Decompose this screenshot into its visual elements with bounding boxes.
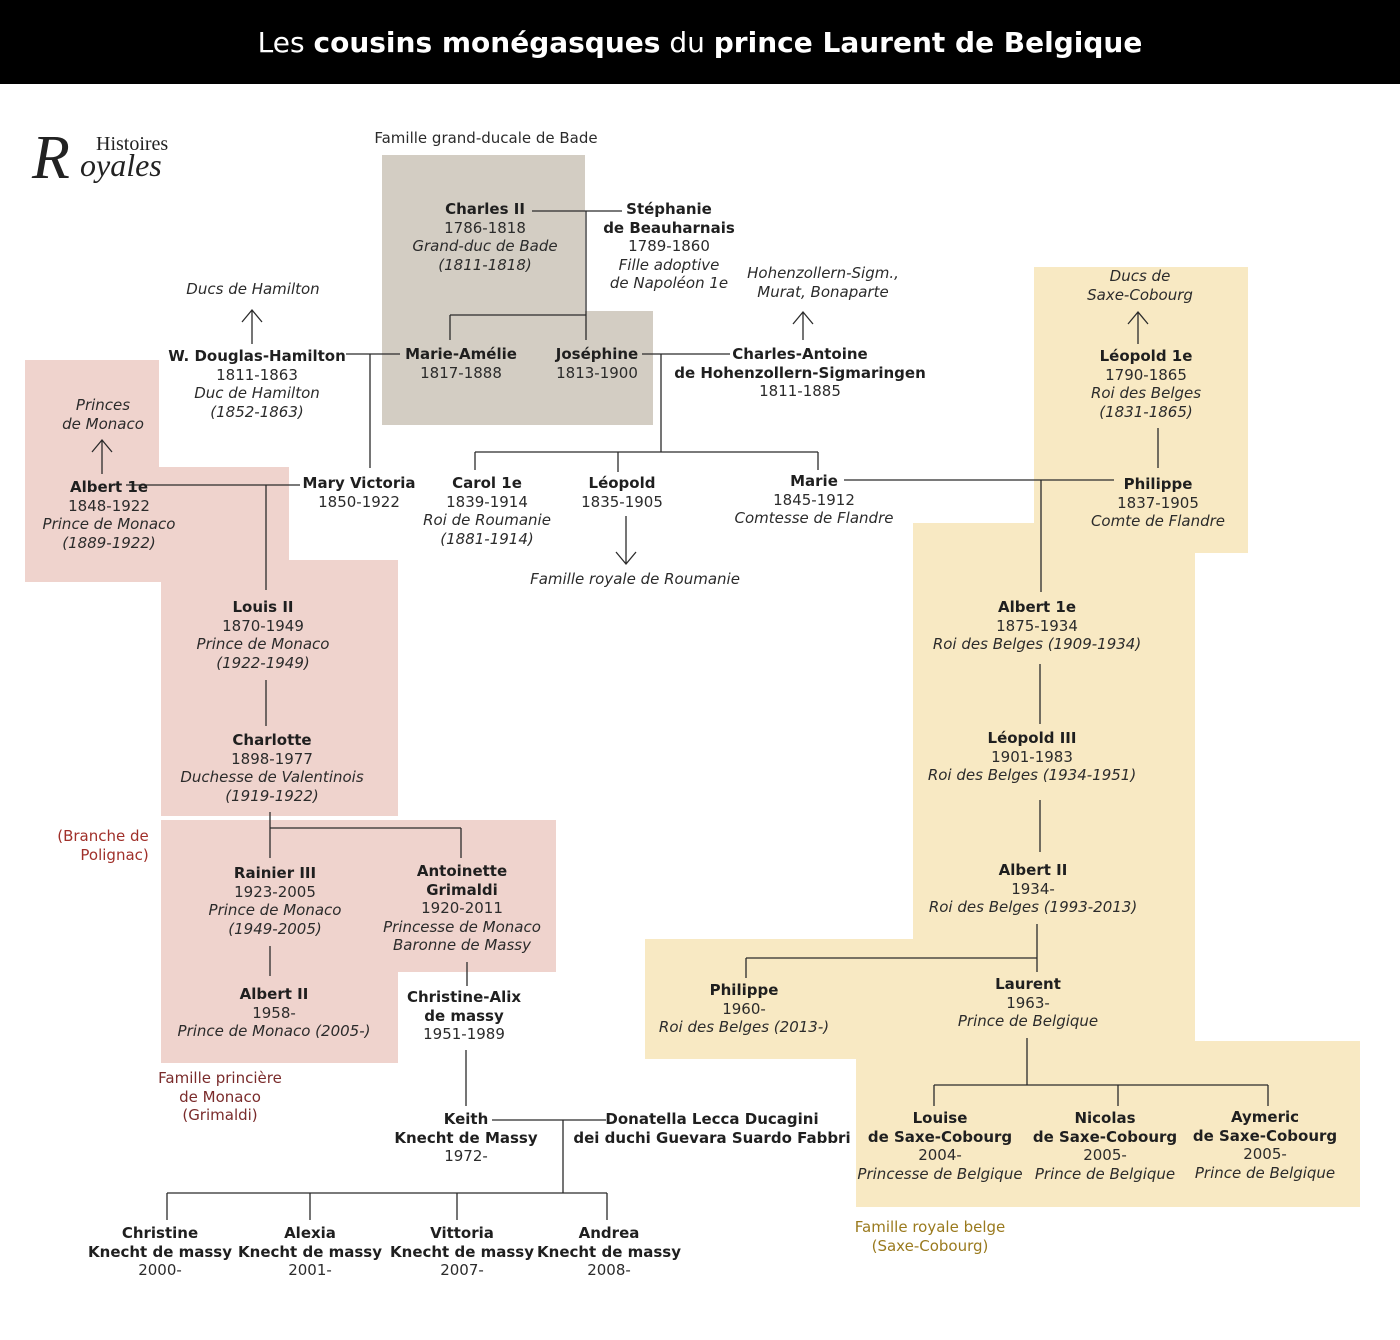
- crown-icon: [209, 583, 247, 605]
- crown-icon: [967, 707, 1005, 729]
- crown-icon: [212, 972, 250, 994]
- title-bar: [0, 0, 1400, 84]
- monaco-region-5: [398, 820, 556, 972]
- crown-icon: [1070, 327, 1108, 349]
- crown-icon: [679, 963, 717, 985]
- crown-icon: [209, 850, 247, 872]
- belgian-family-label: Famille royale belge(Saxe-Cobourg): [854, 1218, 1006, 1255]
- histoires-royales-logo: Histoires R oyales: [31, 124, 168, 192]
- roumanie-label: Famille royale de Roumanie: [530, 570, 740, 588]
- page-title: Les cousins monégasques du prince Lauren…: [257, 26, 1143, 59]
- monaco-region-3: [161, 560, 398, 816]
- bade-region-ext: [382, 311, 653, 425]
- belgium-region-3: [645, 939, 1195, 1059]
- crown-icon: [428, 459, 466, 481]
- svg-text:R: R: [31, 124, 70, 192]
- svg-text:oyales: oyales: [80, 147, 162, 183]
- hohenzollern-label: Hohenzollern-Sigm.,Murat, Bonaparte: [747, 264, 899, 301]
- hamilton-label: Ducs de Hamilton: [186, 280, 320, 298]
- svg-text:Histoires: Histoires: [96, 133, 168, 155]
- belgium-region-4: [856, 1041, 1360, 1207]
- crown-icon: [973, 577, 1011, 599]
- crown-icon: [973, 845, 1011, 867]
- bade-family-label: Famille grand-ducale de Bade: [374, 129, 598, 147]
- crown-icon: [50, 463, 88, 485]
- monaco-region-4: [161, 820, 398, 1063]
- crown-icon: [422, 185, 460, 207]
